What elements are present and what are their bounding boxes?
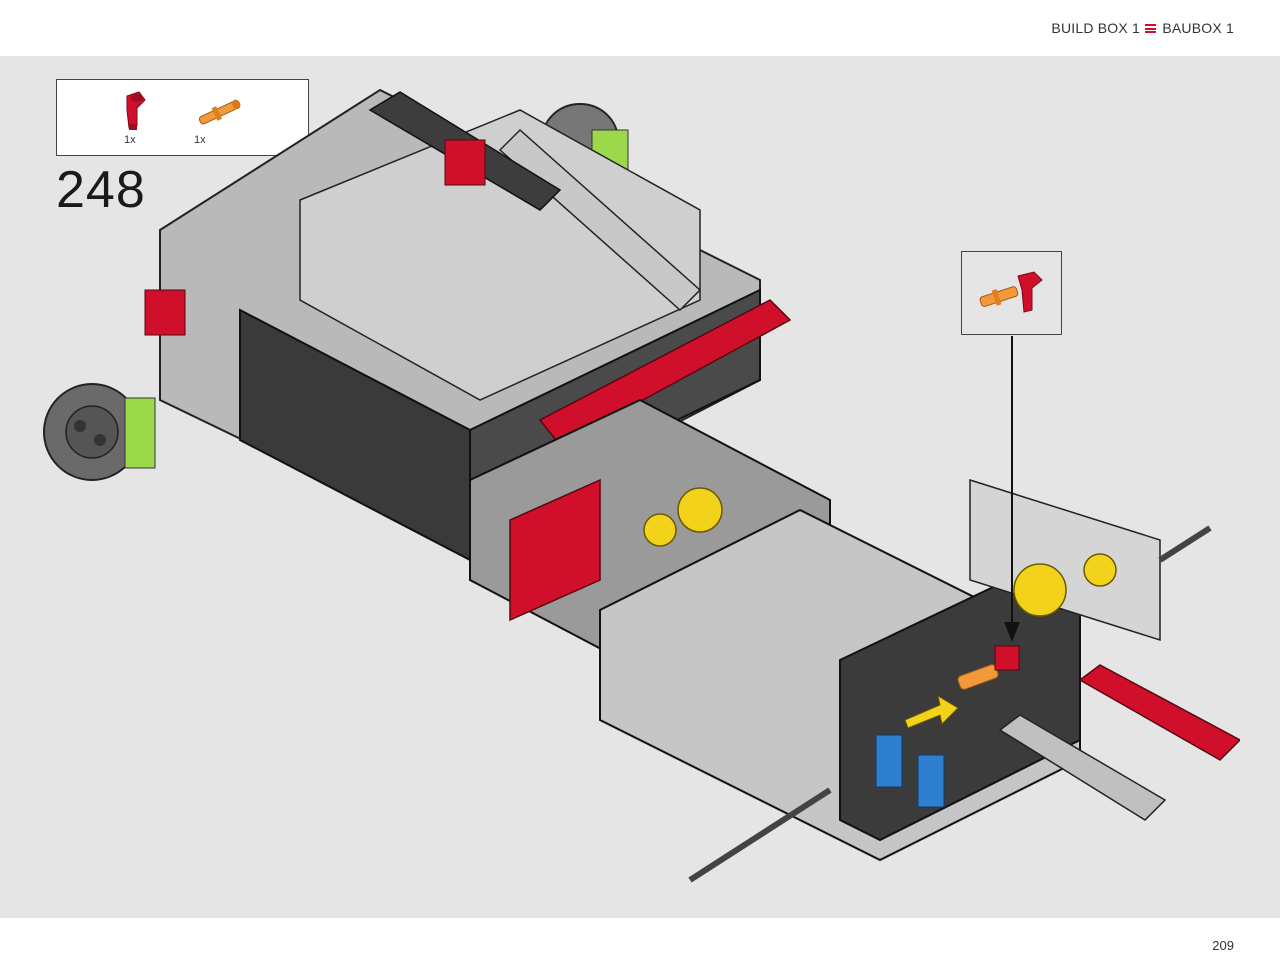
- part-qty-2: 1x: [194, 134, 206, 146]
- callout-pointer-line: [1011, 336, 1013, 626]
- pin-with-angle-connector-icon: [979, 271, 1043, 313]
- menu-lines-icon: [1145, 24, 1156, 33]
- orange-axle-pin-icon: [198, 99, 241, 125]
- part-callout-box: [961, 251, 1062, 335]
- red-angle-connector-icon: [126, 91, 146, 130]
- page-footer: 209: [0, 918, 1280, 973]
- arrow-head-icon: [1004, 622, 1020, 642]
- page-number: 209: [1212, 938, 1234, 953]
- parts-list-box: 1x 1x: [56, 79, 309, 156]
- lego-chassis-illustration: [43, 88, 1240, 883]
- page-header: BUILD BOX 1 BAUBOX 1: [0, 0, 1280, 56]
- part-qty-1: 1x: [124, 134, 136, 146]
- build-box-label: BUILD BOX 1: [1051, 20, 1140, 36]
- step-number: 248: [56, 161, 146, 219]
- baubox-label: BAUBOX 1: [1162, 20, 1234, 36]
